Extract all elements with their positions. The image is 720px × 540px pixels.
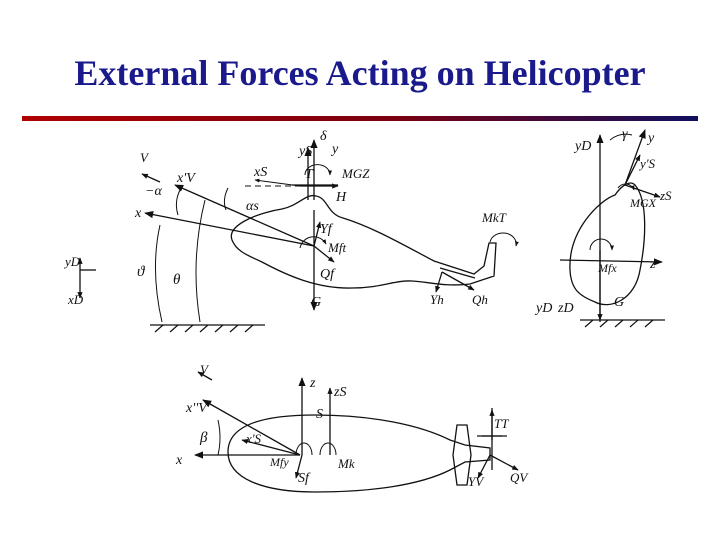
side-Mft-label: Mft: [327, 240, 346, 255]
top-zS-label: zS: [333, 385, 346, 400]
side-T-label: T: [305, 167, 314, 182]
top-Sf-label: Sf: [298, 471, 311, 486]
side-yS-label: yS: [297, 144, 312, 159]
top-S-label: S: [316, 407, 323, 422]
side-xD-label: xD: [67, 292, 84, 307]
top-beta-label: β: [199, 430, 208, 446]
side-Qh-label: Qh: [472, 292, 488, 307]
side-MGZ-label: MGZ: [341, 166, 370, 181]
front-MGX-label: MGX: [629, 196, 657, 210]
front-Mfx-label: Mfx: [597, 261, 617, 275]
side-G-label: G: [311, 295, 321, 310]
top-xS-label: x'S: [245, 431, 262, 446]
top-x-label: x: [175, 453, 183, 468]
top-Mk-label: Mk: [337, 456, 355, 471]
side-Yh-label: Yh: [430, 292, 444, 307]
side-V-label: V: [140, 150, 150, 165]
side-pitch-label: ϑ: [137, 264, 146, 280]
top-Mfy-label: Mfy: [269, 455, 289, 469]
title-rule: [22, 116, 698, 121]
side-Yf-label: Yf: [320, 222, 334, 237]
front-zD-label: zD: [557, 301, 574, 316]
front-view: yD γ y y'S zS MGX Mfx z yD zD G: [534, 127, 672, 328]
side-y-label: y: [330, 142, 339, 157]
top-QV-label: QV: [510, 470, 529, 485]
front-zS-label: zS: [659, 188, 672, 203]
side-delta-label: δ: [320, 129, 327, 144]
top-TT-label: TT: [494, 416, 509, 431]
side-MkT-label: MkT: [481, 210, 507, 225]
side-H-label: H: [335, 190, 347, 205]
slide-title: External Forces Acting on Helicopter: [74, 53, 646, 93]
front-gamma-label: γ: [622, 127, 628, 142]
side-view: V x'V xS x −α αs yS y δ T MGZ H Yf Mft Q…: [63, 129, 519, 333]
front-z-label: z: [649, 257, 656, 272]
front-yD-label: yD: [573, 139, 591, 154]
side-Qf-label: Qf: [320, 267, 336, 282]
ground-front: [580, 319, 665, 328]
side-xV-label: x'V: [176, 171, 196, 186]
fuselage-side: [230, 194, 497, 289]
top-z-label: z: [309, 376, 316, 391]
front-y-label: y: [646, 131, 655, 146]
top-xV2-label: x''V: [185, 401, 208, 416]
front-yD2-label: yD: [534, 301, 552, 316]
side-xS-label: xS: [253, 165, 267, 180]
side-x-label: x: [134, 206, 142, 221]
top-YV-label: YV: [468, 474, 485, 489]
top-V-label: V: [200, 362, 210, 377]
top-view: V x''V z zS S x'S β x Mfy Sf Mk TT YV QV: [175, 362, 529, 493]
side-alphas-label: αs: [246, 199, 259, 214]
side-alpha-label: −α: [145, 184, 162, 199]
ground-side: [150, 324, 265, 333]
fuselage-top: [227, 414, 491, 493]
side-theta-label: θ: [173, 272, 181, 288]
front-G-label: G: [614, 295, 624, 310]
front-yS-label: y'S: [638, 156, 656, 171]
side-yD-label: yD: [63, 254, 81, 269]
fuselage-front: [569, 182, 646, 306]
